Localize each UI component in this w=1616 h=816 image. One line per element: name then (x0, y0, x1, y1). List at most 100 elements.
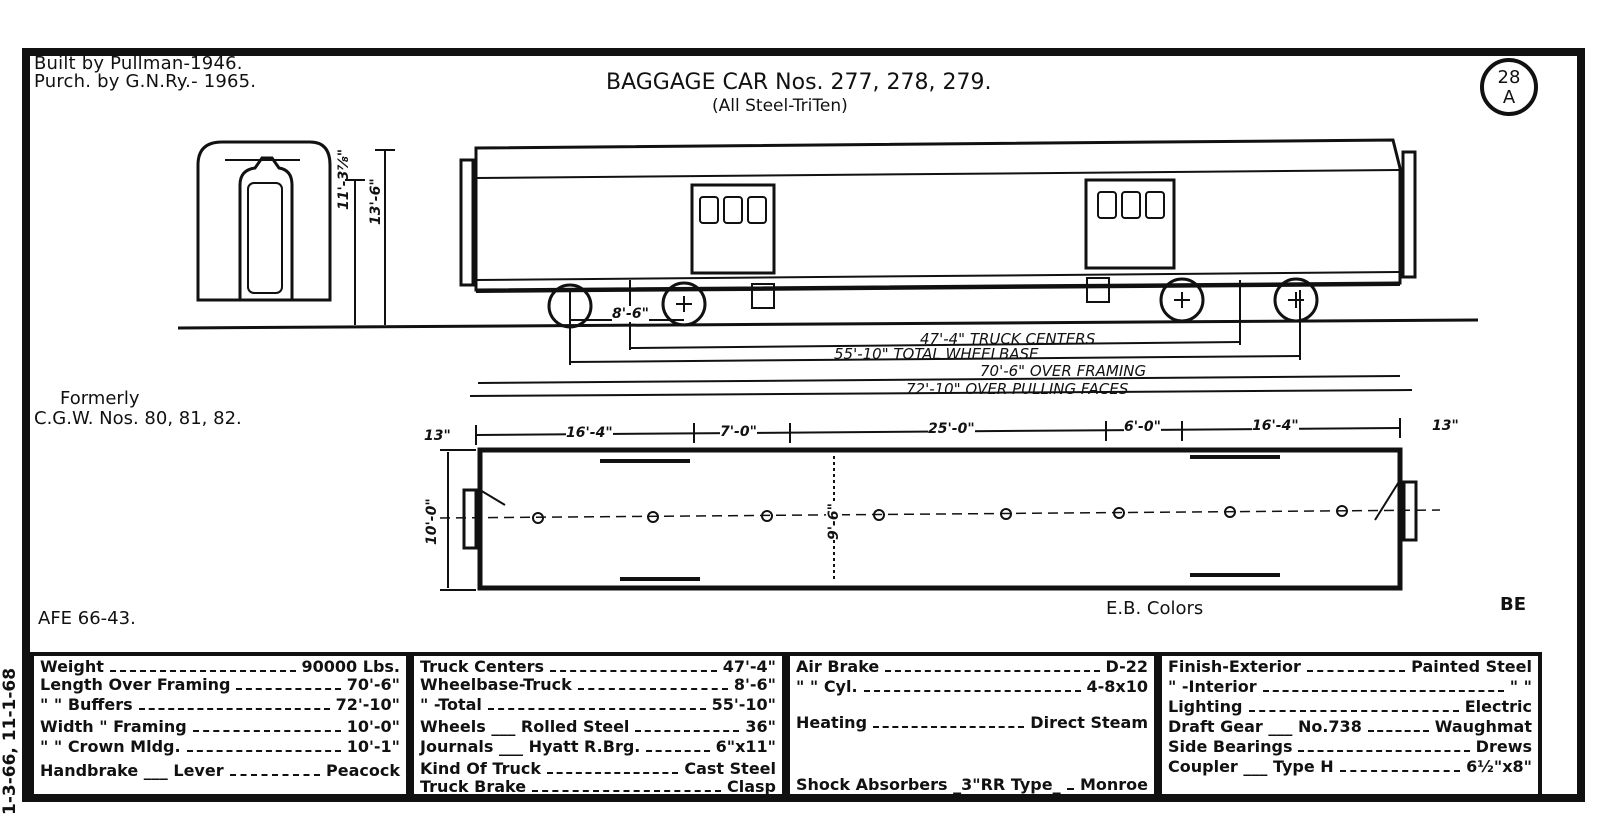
spec-value: 90000 Lbs. (301, 657, 400, 676)
leader-line (192, 730, 341, 732)
badge-letter: A (1502, 87, 1516, 108)
badge-number: 28 (1497, 67, 1521, 88)
spec-value: Waughmat (1434, 717, 1532, 736)
spec-value: 55'-10" (711, 695, 776, 714)
truck-wheelbase-label: 8'-6" (612, 306, 649, 322)
end-length-left-label: 13" (424, 428, 451, 444)
spec-label: " " Buffers (40, 695, 133, 714)
leader-line (1367, 730, 1429, 732)
spec-value: " " (1509, 677, 1532, 696)
segment-5-label: 16'-4" (1252, 418, 1299, 434)
leader-line (550, 670, 717, 672)
end-length-right-label: 13" (1432, 418, 1459, 434)
spec-label: Weight (40, 657, 104, 676)
page-subtitle: (All Steel-TriTen) (712, 96, 848, 116)
spec-value: Cast Steel (684, 759, 776, 778)
rail-line (177, 318, 1479, 330)
built-by-text: Built by Pullman-1946. (34, 53, 243, 74)
spec-value: Clasp (727, 777, 776, 796)
class-code: BE (1500, 594, 1527, 615)
spec-row: Kind Of Truck Cast Steel (420, 758, 776, 778)
spec-row: Shock Absorbers _3"RR Type_Monroe (796, 774, 1148, 794)
leader-line (873, 726, 1025, 728)
leader-line (1339, 770, 1461, 772)
spec-value: 6"x11" (715, 737, 776, 756)
leader-line (1066, 788, 1074, 790)
spec-value: Electric (1464, 697, 1532, 716)
segment-4-label: 6'-0" (1124, 419, 1161, 435)
spec-row: " -Total 55'-10" (420, 694, 776, 714)
leader-line (138, 708, 330, 710)
spec-label: Truck Centers (420, 657, 545, 676)
leader-line (186, 750, 341, 752)
leader-line (532, 790, 721, 792)
leader-line (577, 688, 728, 690)
leader-line (1262, 690, 1504, 692)
spec-label: " -Interior (1168, 677, 1257, 696)
spec-label: " " Crown Mldg. (40, 737, 181, 756)
spec-value: D-22 (1105, 657, 1148, 676)
over-framing-label: 70'-6" OVER FRAMING (980, 362, 1147, 380)
spec-row: Length Over Framing 70'-6" (40, 674, 400, 694)
leader-line (863, 690, 1081, 692)
leader-line (646, 750, 710, 752)
leader-line (547, 772, 679, 774)
spec-row: Wheels ___ Rolled Steel 36" (420, 716, 776, 736)
leader-line (1306, 670, 1406, 672)
formerly-label: Formerly (60, 388, 140, 409)
page-title: BAGGAGE CAR Nos. 277, 278, 279. (606, 70, 992, 95)
spec-label: " -Total (420, 695, 482, 714)
spec-label: Length Over Framing (40, 675, 231, 694)
spec-label: Lighting (1168, 697, 1243, 716)
leader-line (229, 774, 321, 776)
colors-note: E.B. Colors (1106, 598, 1204, 619)
spec-row: Coupler ___ Type H 6½"x8" (1168, 756, 1532, 776)
spec-label: Wheels ___ Rolled Steel (420, 717, 630, 736)
spec-label: Kind Of Truck (420, 759, 541, 778)
truck-centers-label: 47'-4" TRUCK CENTERS (920, 330, 1096, 348)
segment-1-label: 16'-4" (566, 425, 613, 441)
spec-label: Width " Framing (40, 717, 187, 736)
spec-label: Handbrake ___ Lever (40, 761, 224, 780)
spec-value: 70'-6" (346, 675, 400, 694)
plan-view-outline (477, 447, 1403, 591)
spec-value: 4-8x10 (1086, 677, 1149, 696)
leader-line (487, 708, 706, 710)
leader-line (1298, 750, 1470, 752)
spec-value: 36" (745, 717, 776, 736)
leader-line (885, 670, 1100, 672)
end-view-outline (196, 140, 332, 302)
leader-line (1248, 710, 1459, 712)
end-height-label-1: 11'-3⅞" (336, 148, 352, 210)
spec-value: Painted Steel (1411, 657, 1532, 676)
afe-number: AFE 66-43. (38, 608, 136, 629)
end-view-door (238, 156, 294, 300)
spec-label: Shock Absorbers _3"RR Type_ (796, 775, 1061, 794)
leader-line (236, 688, 341, 690)
side-door-1 (690, 183, 776, 275)
spec-label: Truck Brake (420, 777, 527, 796)
spec-value: 6½"x8" (1466, 757, 1532, 776)
spec-row: Air Brake D-22 (796, 656, 1148, 676)
end-height-label-2: 13'-6" (368, 178, 384, 225)
formerly-numbers: C.G.W. Nos. 80, 81, 82. (34, 408, 242, 429)
leader-line (109, 670, 296, 672)
spec-value: 8'-6" (733, 675, 776, 694)
spec-label: Air Brake (796, 657, 880, 676)
spec-row: Truck Brake Clasp (420, 776, 776, 796)
segment-2-label: 7'-0" (720, 424, 757, 440)
spec-row: Lighting Electric (1168, 696, 1532, 716)
spec-label: Side Bearings (1168, 737, 1293, 756)
spec-label: Coupler ___ Type H (1168, 757, 1334, 776)
width-inner-label: 9'-6" (826, 503, 842, 540)
over-pulling-faces-label: 72'-10" OVER PULLING FACES (906, 380, 1129, 398)
